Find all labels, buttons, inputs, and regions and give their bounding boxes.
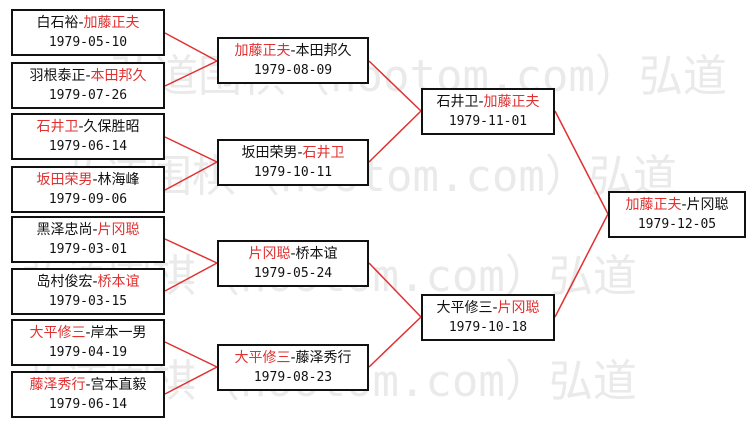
player-name: 片冈聪 xyxy=(497,300,540,316)
match-date: 1979-06-14 xyxy=(48,397,128,412)
match-date: 1979-04-19 xyxy=(48,345,128,360)
match-round1-4: 坂田荣男-林海峰 1979-09-06 xyxy=(11,166,165,213)
match-round2-2: 坂田荣男-石井卫 1979-10-11 xyxy=(217,139,369,186)
bracket-connector xyxy=(368,262,422,318)
match-date: 1979-10-18 xyxy=(448,320,528,335)
match-round2-3: 片冈聪-桥本谊 1979-05-24 xyxy=(217,240,369,287)
match-date: 1979-09-06 xyxy=(48,192,128,207)
player-name: 大平修三 xyxy=(234,350,291,366)
bracket-connector xyxy=(368,110,422,163)
match-date: 1979-05-10 xyxy=(48,35,128,50)
player-name: 加藤正夫 xyxy=(83,15,140,31)
match-round2-4: 大平修三-藤泽秀行 1979-08-23 xyxy=(217,344,369,391)
player-name: 大平修三 xyxy=(29,325,86,341)
player-name: 藤泽秀行 xyxy=(295,350,352,366)
player-name: 岛村俊宏 xyxy=(36,274,93,290)
player-name: 白石裕 xyxy=(36,15,79,31)
match-date: 1979-08-09 xyxy=(253,63,333,78)
player-name: 石井卫 xyxy=(302,145,345,161)
player-name: 片冈聪 xyxy=(97,222,140,238)
match-date: 1979-10-11 xyxy=(253,165,333,180)
match-round1-8: 藤泽秀行-宫本直毅 1979-06-14 xyxy=(11,371,165,418)
player-name: 片冈聪 xyxy=(686,197,729,213)
bracket-connector xyxy=(164,60,218,87)
player-name: 林海峰 xyxy=(97,172,140,188)
player-name: 本田邦久 xyxy=(295,43,352,59)
player-name: 加藤正夫 xyxy=(625,197,682,213)
match-round2-1: 加藤正夫-本田邦久 1979-08-09 xyxy=(217,37,369,84)
match-date: 1979-11-01 xyxy=(448,114,528,129)
bracket-connector xyxy=(368,316,422,368)
player-name: 加藤正夫 xyxy=(483,94,540,110)
match-date: 1979-06-14 xyxy=(48,139,128,154)
player-name: 大平修三 xyxy=(436,300,493,316)
bracket-connector xyxy=(554,213,609,318)
match-round3-1: 石井卫-加藤正夫 1979-11-01 xyxy=(421,88,555,135)
match-date: 1979-08-23 xyxy=(253,370,333,385)
player-name: 坂田荣男 xyxy=(36,172,93,188)
match-round1-6: 岛村俊宏-桥本谊 1979-03-15 xyxy=(11,268,165,315)
player-name: 坂田荣男 xyxy=(241,145,298,161)
match-date: 1979-03-15 xyxy=(48,294,128,309)
player-name: 桥本谊 xyxy=(295,246,338,262)
player-name: 宫本直毅 xyxy=(90,377,147,393)
bracket-connector xyxy=(164,366,218,395)
match-round1-7: 大平修三-岸本一男 1979-04-19 xyxy=(11,319,165,366)
bracket-connector xyxy=(164,238,218,264)
match-round1-1: 白石裕-加藤正夫 1979-05-10 xyxy=(11,9,165,56)
match-round3-2: 大平修三-片冈聪 1979-10-18 xyxy=(421,294,555,341)
match-date: 1979-05-24 xyxy=(253,266,333,281)
player-name: 桥本谊 xyxy=(97,274,140,290)
bracket-connector xyxy=(164,136,218,163)
bracket-connector xyxy=(554,110,609,215)
match-final: 加藤正夫-片冈聪 1979-12-05 xyxy=(608,191,746,238)
bracket-connector xyxy=(164,32,218,62)
bracket-connector xyxy=(368,60,422,112)
match-date: 1979-07-26 xyxy=(48,88,128,103)
player-name: 羽根泰正 xyxy=(29,68,86,84)
match-round1-3: 石井卫-久保胜昭 1979-06-14 xyxy=(11,113,165,160)
player-name: 黑泽忠尚 xyxy=(36,222,93,238)
player-name: 加藤正夫 xyxy=(234,43,291,59)
match-round1-5: 黑泽忠尚-片冈聪 1979-03-01 xyxy=(11,216,165,263)
player-name: 岸本一男 xyxy=(90,325,147,341)
player-name: 久保胜昭 xyxy=(83,119,140,135)
bracket-connector xyxy=(164,262,218,292)
match-round1-2: 羽根泰正-本田邦久 1979-07-26 xyxy=(11,62,165,109)
bracket-connector xyxy=(164,341,218,368)
bracket-connector xyxy=(164,161,218,191)
player-name: 藤泽秀行 xyxy=(29,377,86,393)
player-name: 本田邦久 xyxy=(90,68,147,84)
player-name: 片冈聪 xyxy=(248,246,291,262)
match-date: 1979-03-01 xyxy=(48,242,128,257)
player-name: 石井卫 xyxy=(36,119,79,135)
player-name: 石井卫 xyxy=(436,94,479,110)
match-date: 1979-12-05 xyxy=(637,217,717,232)
